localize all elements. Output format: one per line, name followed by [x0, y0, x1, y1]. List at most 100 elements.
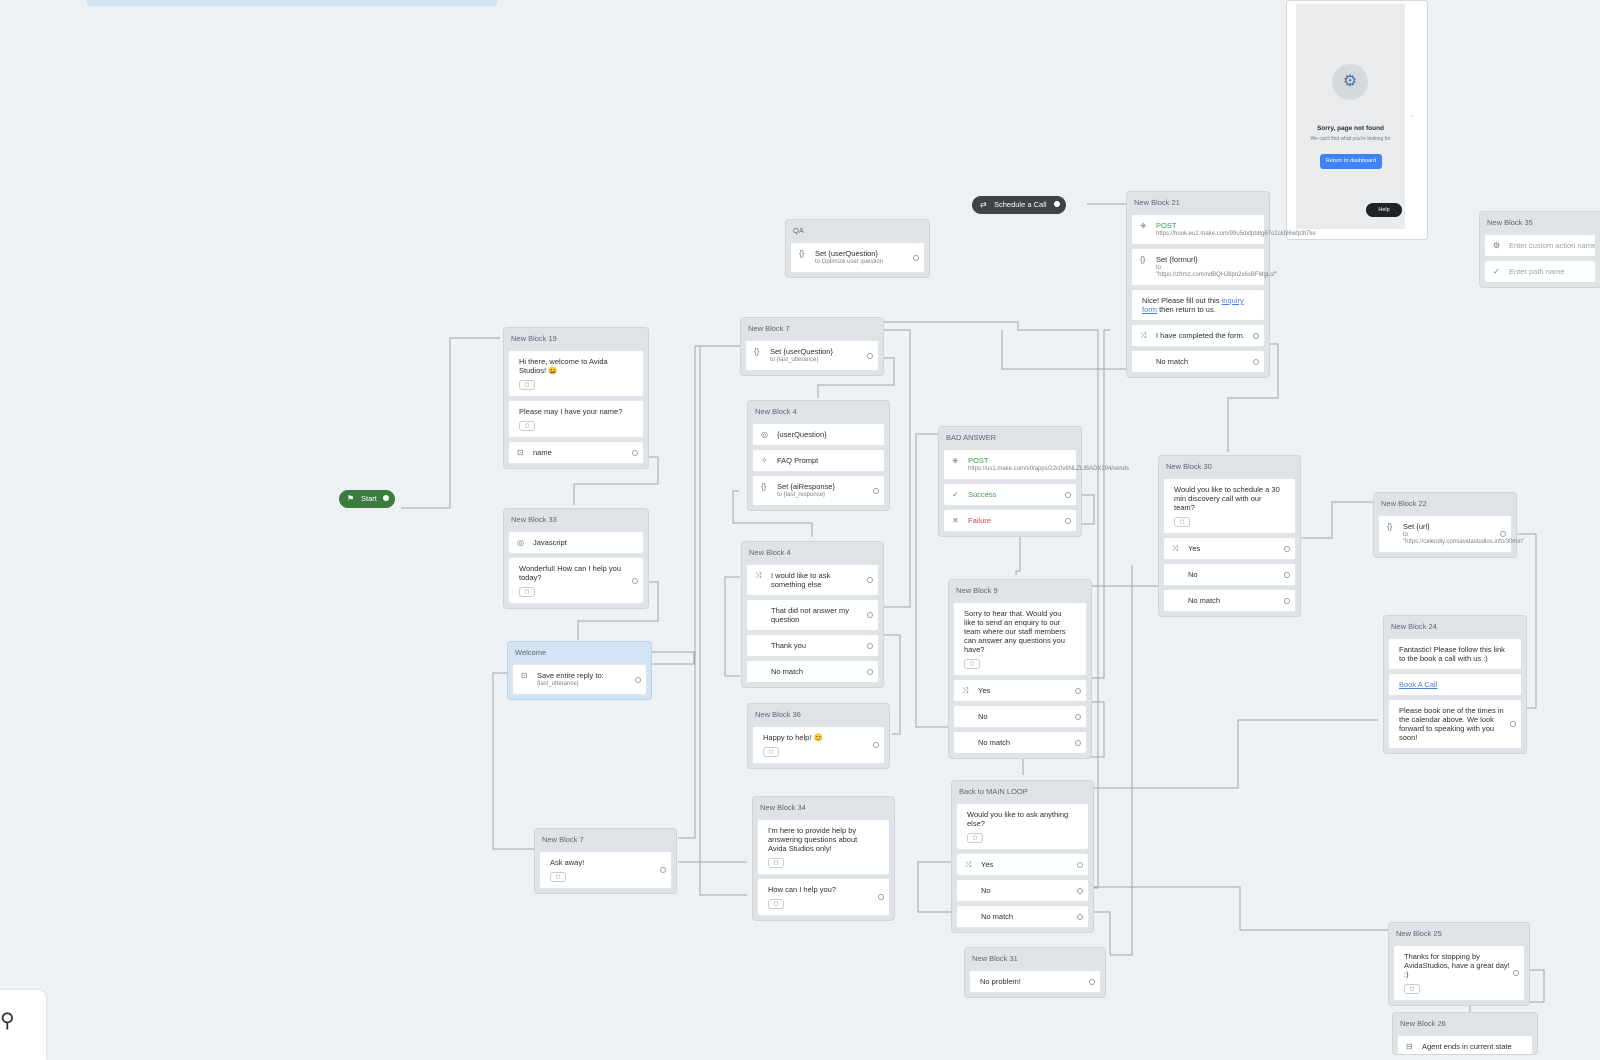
- step-port[interactable]: [1075, 713, 1081, 720]
- variant-chip[interactable]: ▢: [1404, 984, 1420, 994]
- path-step[interactable]: ✓Enter path name: [1484, 260, 1596, 283]
- message-step[interactable]: Wonderful! How can I help you today?▢: [508, 557, 644, 604]
- choice-option[interactable]: ⤨I have completed the form.: [1131, 324, 1265, 347]
- step-port[interactable]: [1253, 358, 1259, 365]
- choice-no-match[interactable]: No match: [956, 905, 1089, 928]
- variant-chip[interactable]: ▢: [964, 659, 980, 669]
- variant-chip[interactable]: ▢: [768, 858, 784, 868]
- variant-chip[interactable]: ▢: [1174, 517, 1190, 527]
- schedule-port[interactable]: [1054, 201, 1060, 207]
- variant-chip[interactable]: ▢: [763, 747, 779, 757]
- step-port[interactable]: [660, 867, 666, 873]
- block-4-choice[interactable]: New Block 4 ⤨I would like to ask somethi…: [741, 541, 884, 688]
- block-qa[interactable]: QA {}Set {userQuestion}to Optimize user …: [785, 219, 930, 278]
- choice-option[interactable]: ⤨Yes: [956, 853, 1089, 876]
- step-port[interactable]: [873, 487, 879, 494]
- set-variable-step[interactable]: {}Set {formurl}to "https://zfrmz.com/ndB…: [1131, 248, 1277, 286]
- message-step[interactable]: No problem!: [969, 970, 1101, 993]
- block-7-top[interactable]: New Block 7 {}Set {userQuestion}to {last…: [740, 317, 884, 376]
- step-port[interactable]: [635, 676, 641, 683]
- block-30[interactable]: New Block 30 Would you like to schedule …: [1158, 455, 1301, 617]
- step-port[interactable]: [1075, 739, 1081, 746]
- step-port[interactable]: [867, 668, 873, 675]
- link-step[interactable]: Book A Call: [1388, 673, 1522, 696]
- step-port[interactable]: [1077, 887, 1083, 894]
- block-36[interactable]: New Block 36 Happy to help! 😊▢: [747, 703, 890, 769]
- step-port[interactable]: [867, 642, 873, 649]
- step-port[interactable]: [867, 577, 873, 583]
- block-7-bottom[interactable]: New Block 7 Ask away!▢: [534, 828, 677, 894]
- search-panel[interactable]: ⚲: [0, 990, 46, 1060]
- step-port[interactable]: [1513, 970, 1519, 976]
- message-step[interactable]: Hi there, welcome to Avida Studios! 😀▢: [508, 350, 644, 397]
- message-step[interactable]: How can I help you?▢: [757, 878, 890, 916]
- choice-option[interactable]: That did not answer my question: [746, 599, 879, 631]
- success-path[interactable]: ✓Success: [943, 483, 1077, 506]
- block-main-loop[interactable]: Back to MAIN LOOP Would you like to ask …: [951, 780, 1094, 933]
- message-step[interactable]: Thanks for stopping by AvidaStudios, hav…: [1393, 945, 1525, 1001]
- message-step[interactable]: Would you like to schedule a 30 min disc…: [1163, 478, 1296, 534]
- step-port[interactable]: [1510, 721, 1516, 727]
- choice-option[interactable]: ⤨Yes: [1163, 537, 1296, 560]
- panel-port-icon[interactable]: ◦: [1411, 113, 1414, 120]
- message-step[interactable]: I'm here to provide help by answering qu…: [757, 819, 890, 875]
- block-24[interactable]: New Block 24 Fantastic! Please follow th…: [1383, 615, 1527, 754]
- step-port[interactable]: [1089, 978, 1095, 985]
- variant-chip[interactable]: ▢: [519, 421, 535, 431]
- javascript-step[interactable]: ◎Javascript: [508, 531, 644, 554]
- choice-no-match[interactable]: No match: [746, 660, 879, 683]
- step-port[interactable]: [1075, 687, 1081, 694]
- choice-no-match[interactable]: No match: [1131, 350, 1265, 373]
- step-port[interactable]: [867, 352, 873, 359]
- step-port[interactable]: [1065, 517, 1071, 524]
- set-variable-step[interactable]: {}Set {url}to "https://calendly.com/avid…: [1378, 515, 1524, 553]
- step-port[interactable]: [1500, 531, 1506, 537]
- start-node[interactable]: ⚑ Start: [339, 490, 395, 508]
- choice-option[interactable]: No: [956, 879, 1089, 902]
- end-step[interactable]: ⊟Agent ends in current state: [1397, 1035, 1533, 1054]
- step-port[interactable]: [1065, 491, 1071, 498]
- prompt-step[interactable]: ✧FAQ Prompt: [752, 449, 885, 472]
- step-port[interactable]: [1253, 332, 1259, 339]
- failure-path[interactable]: ✕Failure: [943, 509, 1077, 532]
- set-variable-step[interactable]: {}Set {userQuestion}to Optimize user que…: [790, 242, 925, 273]
- capture-reply-step[interactable]: ⊡Save entire reply to:{last_utterance}: [512, 664, 647, 695]
- choice-option[interactable]: Thank you: [746, 634, 879, 657]
- block-35[interactable]: New Block 35 ⚙Enter custom action name ✓…: [1479, 211, 1600, 288]
- step-port[interactable]: [867, 612, 873, 618]
- block-31[interactable]: New Block 31 No problem!: [964, 947, 1106, 998]
- message-step[interactable]: Please book one of the times in the cale…: [1388, 699, 1522, 749]
- message-step[interactable]: Sorry to hear that. Would you like to se…: [953, 602, 1087, 676]
- message-step[interactable]: Ask away!▢: [539, 851, 672, 889]
- variant-chip[interactable]: ▢: [967, 833, 983, 843]
- block-4-ai[interactable]: New Block 4 ◎{userQuestion} ✧FAQ Prompt …: [747, 400, 890, 511]
- search-icon[interactable]: ⚲: [0, 1010, 15, 1032]
- capture-step[interactable]: ⊡name: [508, 441, 644, 464]
- set-variable-step[interactable]: {}Set {aiResponse}to {last_response}: [752, 475, 885, 506]
- start-port[interactable]: [383, 495, 389, 501]
- help-button[interactable]: Help: [1366, 203, 1402, 217]
- step-port[interactable]: [1284, 571, 1290, 578]
- step-port[interactable]: [1077, 861, 1083, 868]
- ai-step[interactable]: ◎{userQuestion}: [752, 423, 885, 446]
- variant-chip[interactable]: ▢: [768, 899, 784, 909]
- choice-option[interactable]: No: [953, 705, 1087, 728]
- custom-action-step[interactable]: ⚙Enter custom action name: [1484, 234, 1596, 257]
- return-dashboard-button[interactable]: Return to dashboard: [1320, 154, 1382, 169]
- step-port[interactable]: [1284, 597, 1290, 604]
- block-26[interactable]: New Block 26 ⊟Agent ends in current stat…: [1392, 1012, 1538, 1055]
- schedule-call-node[interactable]: ⇄ Schedule a Call: [972, 196, 1066, 214]
- choice-option[interactable]: No: [1163, 563, 1296, 586]
- block-33[interactable]: New Block 33 ◎Javascript Wonderful! How …: [503, 508, 649, 609]
- step-port[interactable]: [632, 449, 638, 456]
- step-port[interactable]: [1284, 545, 1290, 552]
- choice-option[interactable]: ⤨I would like to ask something else: [746, 564, 879, 596]
- variant-chip[interactable]: ▢: [519, 380, 535, 390]
- block-22[interactable]: New Block 22 {}Set {url}to "https://cale…: [1373, 492, 1524, 558]
- variant-chip[interactable]: ▢: [519, 587, 535, 597]
- step-port[interactable]: [632, 577, 638, 584]
- step-port[interactable]: [878, 894, 884, 900]
